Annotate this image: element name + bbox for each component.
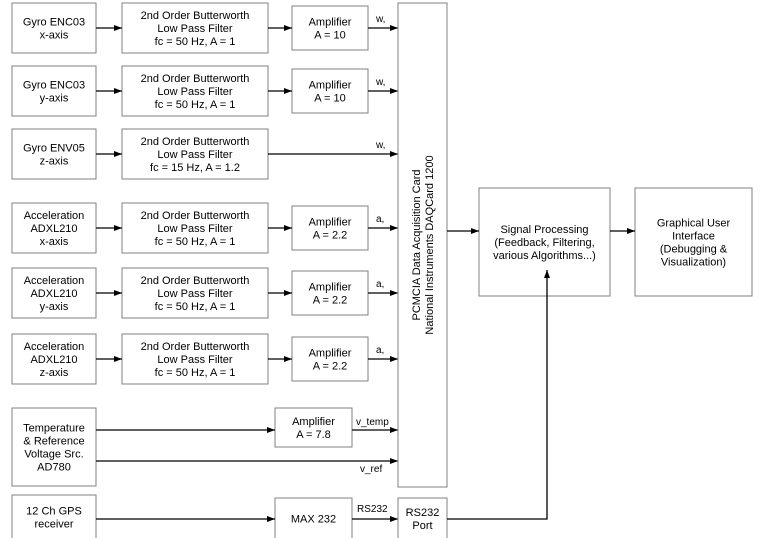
signal-label: w, (375, 140, 385, 151)
max232-block-frame (274, 497, 353, 538)
signal-label: RS232 (357, 504, 388, 515)
signal-processing-block-label: Signal Processing(Feedback, Filtering,va… (493, 224, 596, 262)
sensor-block-frame (11, 202, 97, 254)
signal-processing-block: Signal Processing(Feedback, Filtering,va… (478, 187, 611, 297)
daq-card-block-frame (397, 2, 448, 488)
signal-label: a, (376, 345, 384, 356)
sensor-block-frame (11, 494, 97, 538)
gui-block-frame (634, 187, 753, 297)
signal-label: a, (376, 214, 384, 225)
daq-card-block: PCMCIA Data Acquisition CardNational Ins… (397, 2, 448, 488)
max232-block: MAX 232 (274, 497, 353, 538)
filter-block-frame (121, 267, 269, 319)
signal-label: w, (375, 14, 385, 25)
amplifier-block-frame (291, 270, 369, 316)
sensor-block-frame (11, 65, 97, 117)
sensor-block-frame (11, 128, 97, 180)
amplifier-block-frame (291, 205, 369, 251)
filter-block-frame (121, 202, 269, 254)
sensor-block-frame (11, 407, 97, 487)
signal-label: w, (375, 77, 385, 88)
signal-label: v_ref (360, 464, 382, 475)
signal-label: a, (376, 279, 384, 290)
sensor-block-frame (11, 267, 97, 319)
max232-block-label: MAX 232 (291, 514, 336, 526)
signal-processing-block-frame (478, 187, 611, 297)
filter-block-frame (121, 128, 269, 180)
daq-card-block-label: PCMCIA Data Acquisition CardNational Ins… (411, 155, 436, 334)
amplifier-block-frame (291, 336, 369, 382)
amplifier-block-frame (274, 407, 353, 448)
signal-arrow (447, 270, 550, 520)
sensor-block-frame (11, 2, 97, 54)
signal-label: v_temp (356, 417, 389, 428)
filter-block-frame (121, 65, 269, 117)
